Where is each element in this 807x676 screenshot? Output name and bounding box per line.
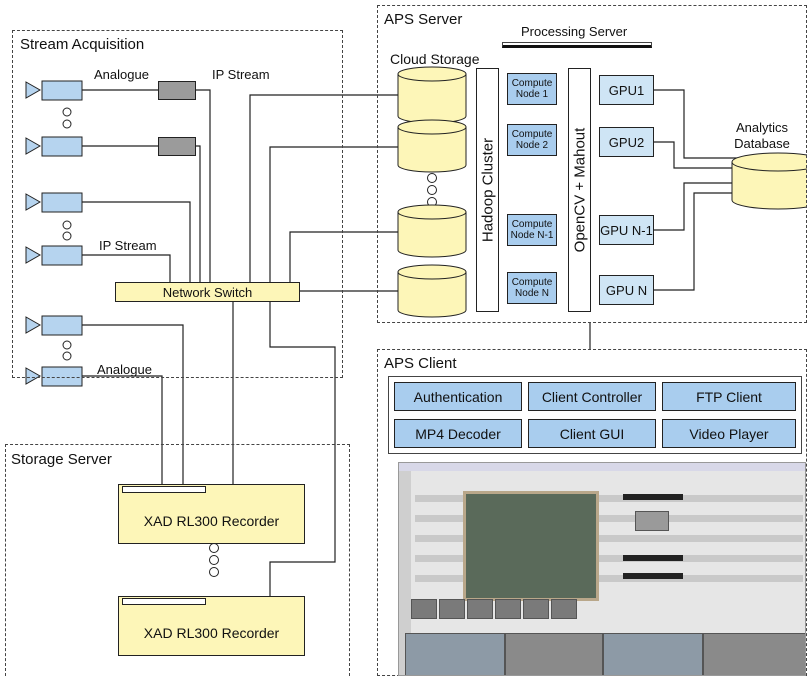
stream-acquisition-region	[12, 30, 343, 378]
hadoop-cluster: Hadoop Cluster	[476, 68, 499, 312]
processing-server-label: Processing Server	[521, 24, 628, 39]
compute-node: Compute Node N-1	[507, 214, 557, 246]
analytics-database-label: Analytics Database	[734, 120, 790, 151]
authentication-module: Authentication	[394, 382, 522, 411]
converter-box	[158, 81, 196, 100]
hadoop-cluster-label: Hadoop Cluster	[479, 137, 496, 243]
compute-node: Compute Node 1	[507, 73, 557, 105]
gpu-box: GPU1	[599, 75, 654, 105]
storage-server-title: Storage Server	[11, 451, 112, 468]
converter-box	[158, 137, 196, 156]
client-modules-frame	[388, 376, 802, 454]
gpu-box: GPU2	[599, 127, 654, 157]
mp4-decoder-module: MP4 Decoder	[394, 419, 522, 448]
processing-server-bracket	[502, 42, 652, 48]
network-switch: Network Switch	[115, 282, 300, 302]
aps-server-title: APS Server	[384, 11, 463, 28]
stream-acquisition-title: Stream Acquisition	[20, 36, 145, 53]
compute-node: Compute Node N	[507, 272, 557, 304]
video-player-module: Video Player	[662, 419, 796, 448]
cloud-storage-label: Cloud Storage	[390, 51, 480, 67]
ftp-client-module: FTP Client	[662, 382, 796, 411]
xad-recorder: XAD RL300 Recorder	[118, 484, 305, 544]
aps-client-title: APS Client	[384, 355, 457, 372]
network-switch-label: Network Switch	[162, 284, 253, 300]
client-gui-screenshot	[398, 462, 806, 676]
xad-recorder: XAD RL300 Recorder	[118, 596, 305, 656]
opencv-mahout-label: OpenCV + Mahout	[571, 127, 588, 253]
ip-stream-label-mid: IP Stream	[99, 238, 157, 253]
recorder-slot	[122, 598, 206, 605]
analogue-label-bottom: Analogue	[97, 362, 152, 377]
gpu-box: GPU N-1	[599, 215, 654, 245]
opencv-mahout: OpenCV + Mahout	[568, 68, 591, 312]
analogue-label-top: Analogue	[94, 67, 149, 82]
compute-node: Compute Node 2	[507, 124, 557, 156]
client-gui-module: Client GUI	[528, 419, 656, 448]
gpu-box: GPU N	[599, 275, 654, 305]
recorder-slot	[122, 486, 206, 493]
ip-stream-label-top: IP Stream	[212, 67, 270, 82]
client-controller-module: Client Controller	[528, 382, 656, 411]
storage-server-region	[5, 444, 350, 676]
